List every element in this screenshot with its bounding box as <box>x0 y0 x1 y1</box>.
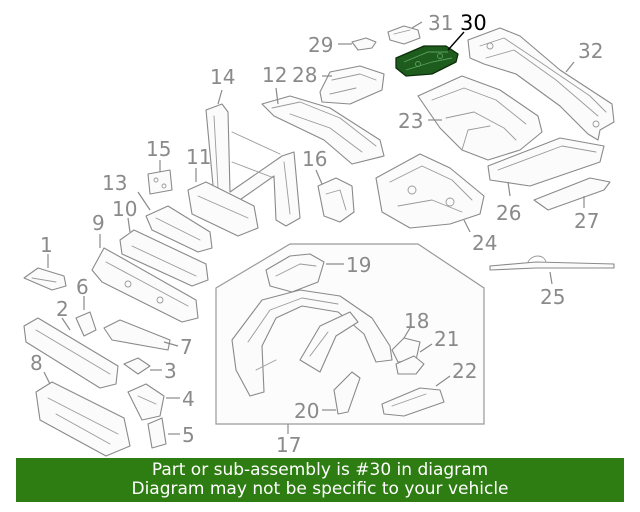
svg-text:29: 29 <box>308 33 333 57</box>
part-7-bracket[interactable] <box>103 319 171 351</box>
svg-text:7: 7 <box>180 335 193 359</box>
callout-17[interactable]: 17 <box>276 424 301 457</box>
info-banner: Part or sub-assembly is #30 in diagram D… <box>16 458 624 502</box>
svg-text:21: 21 <box>434 327 459 351</box>
callout-24[interactable]: 24 <box>463 219 497 255</box>
svg-text:4: 4 <box>182 387 195 411</box>
svg-text:25: 25 <box>540 285 565 309</box>
part-22-brace[interactable] <box>381 387 445 417</box>
svg-text:5: 5 <box>182 423 195 447</box>
callout-7[interactable]: 7 <box>163 335 193 359</box>
part-4-bracket[interactable] <box>127 383 165 421</box>
callout-22[interactable]: 22 <box>435 359 477 387</box>
svg-text:12: 12 <box>262 63 287 87</box>
part-30-highlighted-panel[interactable] <box>395 45 459 77</box>
part-28-support[interactable] <box>319 65 385 105</box>
banner-line-2: Diagram may not be specific to your vehi… <box>131 479 509 499</box>
part-8-lower-panel[interactable] <box>35 381 131 457</box>
callout-20[interactable]: 20 <box>294 399 336 423</box>
part-13-brace[interactable] <box>145 205 213 253</box>
callout-32[interactable]: 32 <box>565 39 603 73</box>
svg-text:8: 8 <box>30 351 43 375</box>
callout-29[interactable]: 29 <box>308 33 352 57</box>
callout-13[interactable]: 13 <box>102 171 151 211</box>
part-19-bracket[interactable] <box>265 253 325 293</box>
callout-10[interactable]: 10 <box>112 197 137 233</box>
svg-text:3: 3 <box>164 359 177 383</box>
part-29-clip[interactable] <box>351 37 377 51</box>
part-12-rail[interactable] <box>261 95 385 165</box>
svg-text:19: 19 <box>346 253 371 277</box>
svg-text:18: 18 <box>404 309 429 333</box>
callout-31[interactable]: 31 <box>411 11 453 35</box>
callout-11[interactable]: 11 <box>186 145 211 182</box>
svg-text:32: 32 <box>578 39 603 63</box>
callout-19[interactable]: 19 <box>326 253 371 277</box>
part-15-plate[interactable] <box>147 169 173 195</box>
callout-30[interactable]: 30 <box>447 11 487 51</box>
callout-21[interactable]: 21 <box>419 327 459 353</box>
part-16-bracket[interactable] <box>317 177 355 223</box>
callout-12[interactable]: 12 <box>262 63 287 105</box>
callout-26[interactable]: 26 <box>496 181 521 225</box>
svg-text:13: 13 <box>102 171 127 195</box>
svg-text:10: 10 <box>112 197 137 221</box>
part-24-floor-pan[interactable] <box>375 153 485 229</box>
part-10-inner-panel[interactable] <box>119 229 209 287</box>
svg-text:30: 30 <box>460 11 487 35</box>
part-5-small-bracket[interactable] <box>147 417 167 449</box>
svg-text:24: 24 <box>472 231 497 255</box>
callout-23[interactable]: 23 <box>398 109 442 133</box>
callout-14[interactable]: 14 <box>210 65 235 105</box>
part-21-clip[interactable] <box>395 355 425 375</box>
svg-text:1: 1 <box>40 233 53 257</box>
svg-text:28: 28 <box>292 63 317 87</box>
callout-27[interactable]: 27 <box>574 196 599 233</box>
part-26-rear-panel[interactable] <box>487 137 605 187</box>
svg-text:15: 15 <box>146 137 171 161</box>
svg-text:14: 14 <box>210 65 235 89</box>
svg-text:11: 11 <box>186 145 211 169</box>
svg-text:31: 31 <box>428 11 453 35</box>
svg-text:23: 23 <box>398 109 423 133</box>
callout-2[interactable]: 2 <box>56 297 71 331</box>
part-3-clip[interactable] <box>123 357 151 375</box>
svg-text:6: 6 <box>76 275 89 299</box>
part-9-side-rail[interactable] <box>91 247 199 323</box>
svg-text:27: 27 <box>574 209 599 233</box>
callout-15[interactable]: 15 <box>146 137 171 172</box>
svg-text:16: 16 <box>302 147 327 171</box>
callout-25[interactable]: 25 <box>540 271 565 309</box>
banner-line-1: Part or sub-assembly is #30 in diagram <box>151 460 489 480</box>
part-6-gusset[interactable] <box>75 311 97 337</box>
part-25-rod[interactable] <box>489 255 615 271</box>
callout-8[interactable]: 8 <box>30 351 51 385</box>
callout-16[interactable]: 16 <box>302 147 327 185</box>
callout-3[interactable]: 3 <box>150 359 177 383</box>
callout-18[interactable]: 18 <box>403 309 429 339</box>
svg-text:17: 17 <box>276 433 301 457</box>
svg-text:9: 9 <box>92 211 105 235</box>
part-11-panel[interactable] <box>187 181 259 237</box>
callout-9[interactable]: 9 <box>92 211 105 248</box>
callout-6[interactable]: 6 <box>76 275 89 310</box>
callout-5[interactable]: 5 <box>168 423 195 447</box>
part-31-bracket[interactable] <box>387 25 421 45</box>
svg-text:26: 26 <box>496 201 521 225</box>
svg-text:20: 20 <box>294 399 319 423</box>
callout-1[interactable]: 1 <box>40 233 53 268</box>
part-2-sill[interactable] <box>23 317 119 389</box>
part-20-reinforcement[interactable] <box>333 371 361 415</box>
part-1-grommet[interactable] <box>23 267 67 291</box>
part-23-spare-tub[interactable] <box>417 75 543 161</box>
callout-4[interactable]: 4 <box>166 387 195 411</box>
callout-28[interactable]: 28 <box>292 63 332 87</box>
exploded-parts-diagram: 32 31 30 29 28 <box>23 11 615 457</box>
svg-text:22: 22 <box>452 359 477 383</box>
part-32-rear-crossmember[interactable] <box>467 27 615 141</box>
part-27-strip[interactable] <box>533 177 611 211</box>
svg-text:2: 2 <box>56 297 69 321</box>
